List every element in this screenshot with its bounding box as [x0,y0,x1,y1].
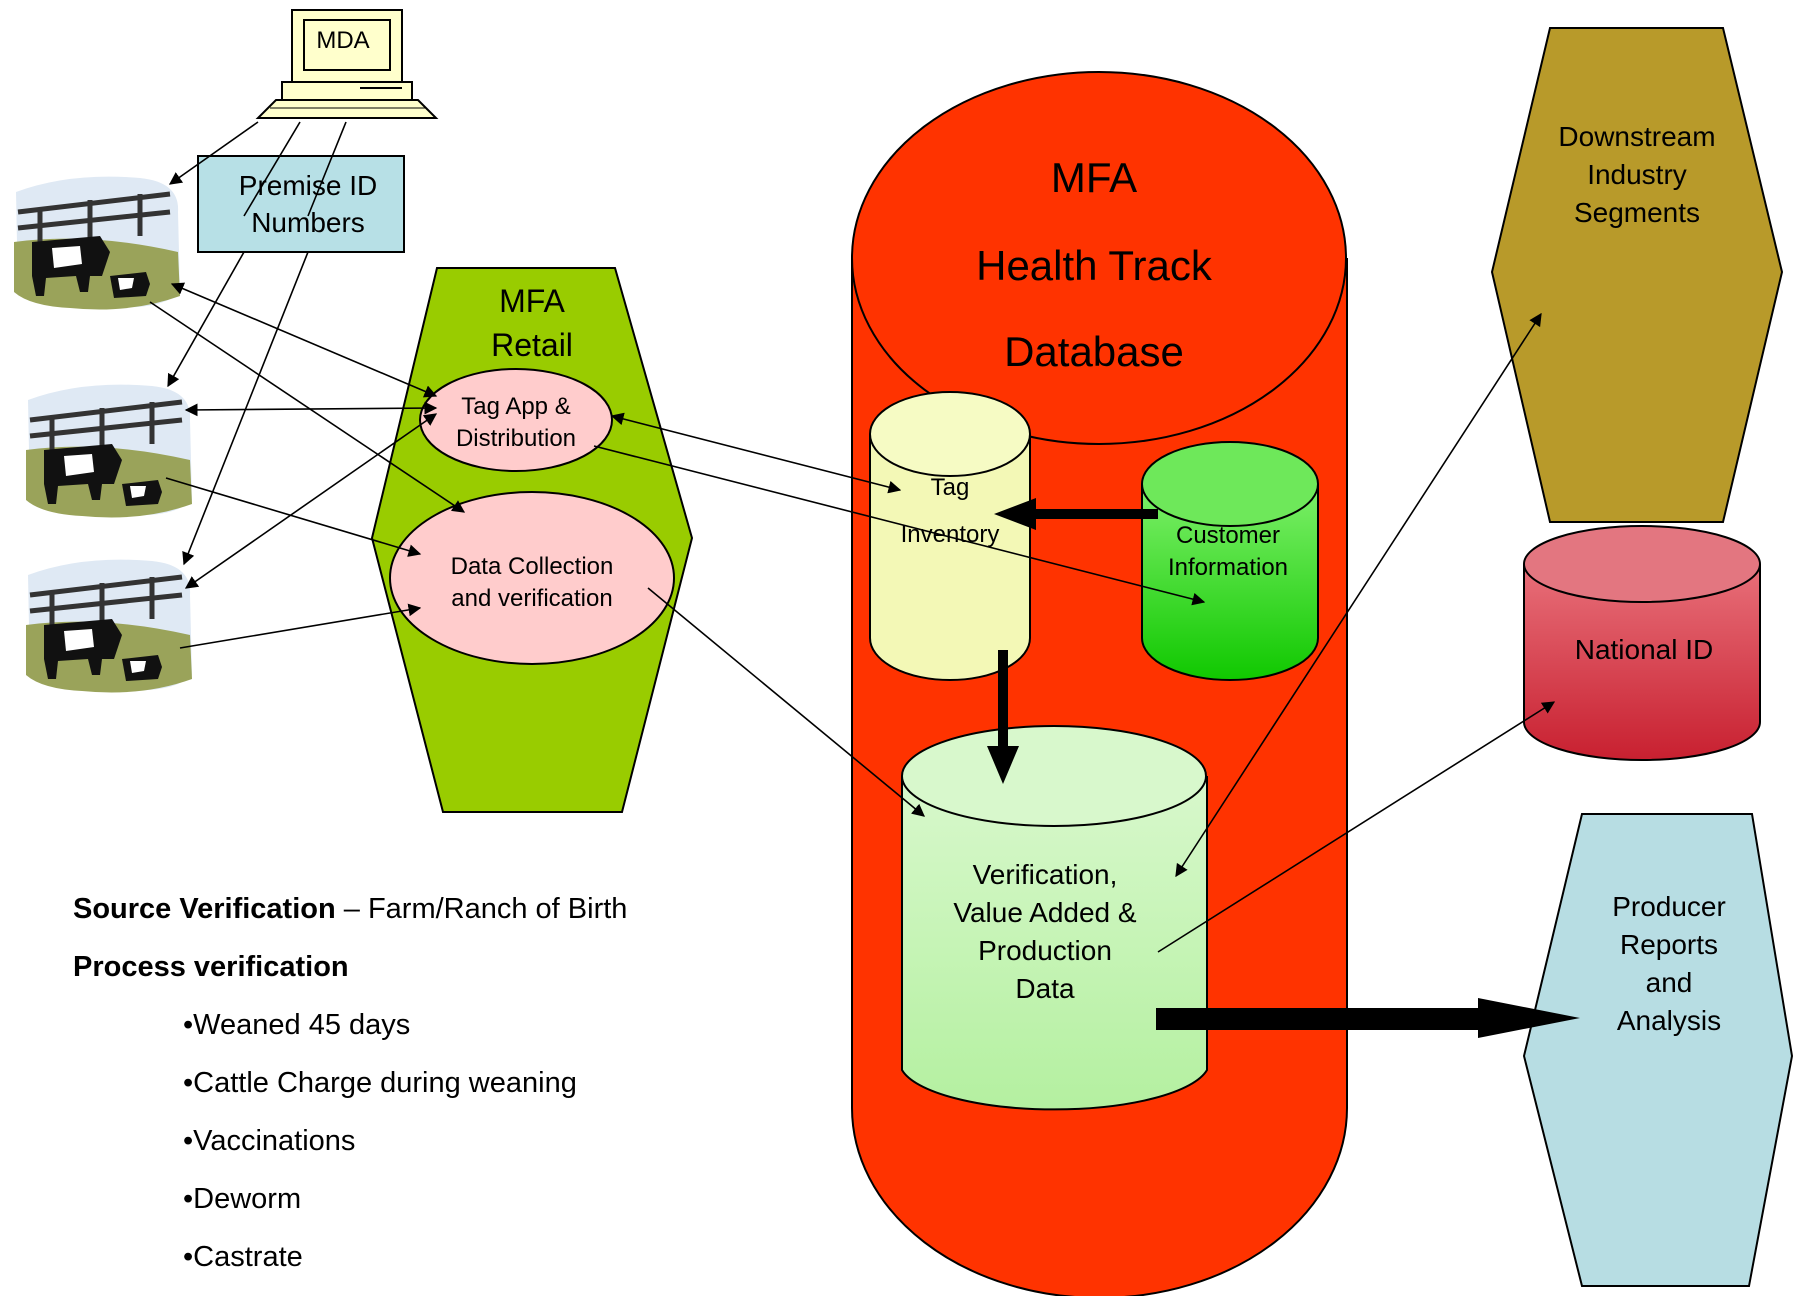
retail-title-1: MFA [499,283,565,319]
customer-label-1: Customer [1176,522,1280,549]
bullet-item: •Cattle Charge during weaning [183,1067,577,1099]
producer-label-3: and [1646,967,1693,998]
cattle-farm-image-2 [26,384,192,518]
source-verification-heading: Source Verification [73,893,336,925]
producer-reports-shape [1522,813,1794,1287]
thick-arrows [987,498,1580,1038]
verification-label-2: Value Added & [953,897,1137,928]
tag-inventory-label-2: Inventory [901,521,1000,548]
database-title-2: Health Track [976,242,1213,289]
data-collection-label-1: Data Collection [451,553,614,580]
source-verification-detail: – Farm/Ranch of Birth [335,893,628,925]
downstream-industry-shape [1490,27,1784,523]
premise-id-label-1: Premise ID [239,170,377,201]
verification-label-3: Production [978,935,1112,966]
tag-inventory-top [869,391,1031,477]
database-title-3: Database [1004,328,1184,375]
producer-label-2: Reports [1620,929,1718,960]
retail-title-2: Retail [491,327,573,363]
cattle-farm-image-1 [14,176,180,310]
computer-label: MDA [316,27,369,54]
tag-app-label-1: Tag App & [461,393,570,420]
data-collection-label-2: and verification [451,585,612,612]
bullet-item: •Vaccinations [183,1125,356,1157]
bullet-item: •Deworm [183,1183,302,1215]
source-verification-line: Source Verification – Farm/Ranch of Birt… [73,880,627,938]
verification-notes: Source Verification – Farm/Ranch of Birt… [73,880,627,1286]
bullet-item: •Castrate [183,1241,303,1273]
connectors [149,121,1556,953]
downstream-label-2: Industry [1587,159,1687,190]
downstream-label-1: Downstream [1558,121,1715,152]
process-verification-heading: Process verification [73,951,349,983]
verification-data-top [901,725,1207,827]
national-id-top [1523,525,1761,603]
national-id-label: National ID [1575,634,1714,665]
cattle-farm-image-3 [26,559,192,693]
producer-label-4: Analysis [1617,1005,1721,1036]
premise-id-label-2: Numbers [251,207,365,238]
producer-label-1: Producer [1612,891,1726,922]
verification-data-cylinder [901,776,1208,1111]
bullet-item: •Weaned 45 days [183,1009,411,1041]
verification-label-4: Data [1015,973,1075,1004]
tag-app-label-2: Distribution [456,425,576,452]
downstream-label-3: Segments [1574,197,1700,228]
customer-information-top [1141,441,1319,527]
premise-id-box [197,155,405,253]
tag-inventory-cylinder [869,434,1031,681]
customer-label-2: Information [1168,554,1288,581]
process-verification-line: Process verification [73,938,627,996]
tag-app-distribution-oval [419,368,613,472]
database-title-1: MFA [1051,154,1137,201]
computer-icon [255,9,439,119]
verification-label-1: Verification, [973,859,1118,890]
tag-inventory-label-1: Tag [931,474,970,501]
